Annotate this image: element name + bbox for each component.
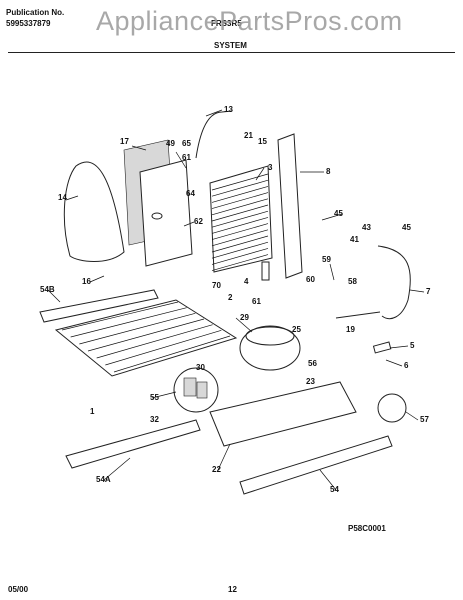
rail-54 [239,435,393,495]
publication-number: 5995337879 [6,19,51,28]
evaporator-pad [63,161,125,262]
callout-label: 43 [362,223,371,232]
callout-label: 54A [96,475,111,484]
callout-label: 4 [244,277,249,286]
leader-line [175,151,187,169]
leader-line [235,317,253,333]
publication-label: Publication No. [6,8,65,17]
leader-line [183,221,195,227]
leader-line [217,443,231,471]
callout-label: 49 [166,139,175,148]
leader-line [151,391,177,399]
leader-line [205,109,223,117]
callout-label: 16 [82,277,91,286]
leader-line [103,457,131,481]
callout-label: 23 [306,377,315,386]
condenser-coil [209,165,273,273]
callout-label: 21 [244,131,253,140]
callout-label: 57 [420,415,429,424]
callout-label: 56 [308,359,317,368]
callout-label: 29 [240,313,249,322]
shroud-grommet [151,212,163,220]
leader-line [405,411,419,421]
callout-label: 54 [330,485,339,494]
leader-line [255,167,265,181]
leader-line [321,213,343,221]
callout-label: 19 [346,325,355,334]
callout-label: 5 [410,341,415,350]
condenser-shroud [139,159,193,267]
leader-line [329,263,335,281]
relay-inset [173,367,219,413]
callout-label: 45 [402,223,411,232]
callout-label: 62 [194,217,203,226]
leader-line [47,289,61,303]
drier [261,261,270,281]
base-pan [209,381,357,447]
callout-label: 14 [58,193,67,202]
terminal-cover [377,393,407,423]
callout-label: 22 [212,465,221,474]
leader-line [89,275,105,283]
watermark: AppliancePartsPros.com [96,6,403,36]
header-rule [8,52,455,53]
brace-54b [39,289,159,323]
drip-tray-coil [54,299,238,377]
callout-label: 3 [268,163,273,172]
callout-label: 13 [224,105,233,114]
callout-label: 41 [350,235,359,244]
model-number: FRS3R5 [211,19,242,28]
power-cord [377,245,411,320]
section-title: SYSTEM [214,41,247,50]
callout-label: 7 [426,287,431,296]
callout-label: 60 [306,275,315,284]
footer-page: 12 [228,585,237,594]
side-bracket [277,133,303,279]
callout-label: 2 [228,293,233,302]
callout-label: 64 [186,189,195,198]
callout-label: 15 [258,137,267,146]
compressor [239,325,301,371]
callout-label: 61 [182,153,191,162]
callout-label: 65 [182,139,191,148]
callout-label: 70 [212,281,221,290]
leader-line [65,195,79,201]
leader-line [385,359,403,367]
callout-label: 45 [334,209,343,218]
callout-label: 1 [90,407,95,416]
callout-label: 25 [292,325,301,334]
callout-label: 61 [252,297,261,306]
callout-label: 8 [326,167,331,176]
capacitor [372,341,392,354]
leader-line [319,469,337,491]
callout-label: 54B [40,285,55,294]
callout-label: 32 [150,415,159,424]
callout-label: 6 [404,361,409,370]
callout-label: 58 [348,277,357,286]
leader-line [131,145,147,151]
footer-date: 05/00 [8,585,29,594]
valve-rod [335,311,381,319]
tube-13 [195,110,233,159]
leader-line [389,345,409,349]
rail-54a [65,419,201,469]
callout-label: 59 [322,255,331,264]
callout-label: 30 [196,363,205,372]
leader-line [409,289,425,293]
callout-label: 17 [120,137,129,146]
diagram-code: P58C0001 [348,524,386,533]
